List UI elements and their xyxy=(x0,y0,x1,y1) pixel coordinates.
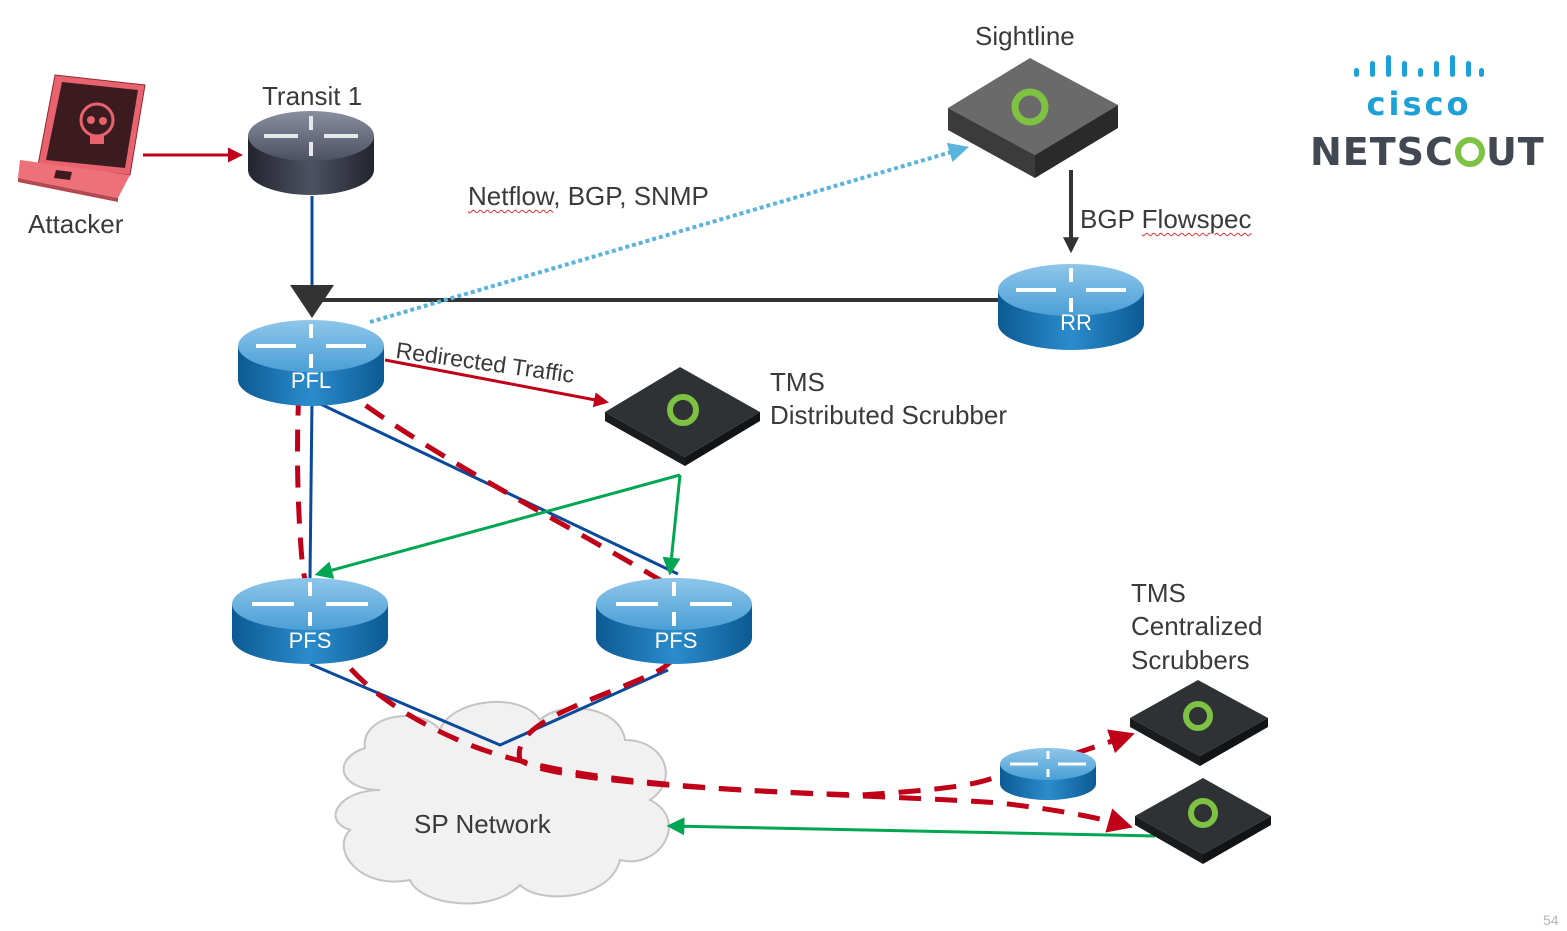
tms-centralized-appliance-1-icon xyxy=(1130,680,1268,766)
arrow-clean-to-pfs-right xyxy=(662,474,682,576)
tms-centralized-appliance-2-icon xyxy=(1135,778,1271,864)
arrow-clean-to-sp-network xyxy=(666,817,1156,838)
telemetry-label: Netflow, BGP, SNMP xyxy=(468,180,709,213)
edge-router-icon xyxy=(1000,748,1096,800)
transit-router-icon xyxy=(248,111,374,195)
cisco-bars-icon xyxy=(1354,55,1484,77)
flowspec-label: BGP Flowspec xyxy=(1080,203,1252,236)
pfs-right-router-label: PFS xyxy=(655,628,698,653)
attack-path-via-pfs-right xyxy=(308,358,1133,833)
cisco-logo: cisco xyxy=(1352,55,1486,120)
tms-centralized-label-line1: TMS xyxy=(1131,578,1186,608)
attacker-laptop-icon xyxy=(18,74,146,202)
netscout-logo: NETSC UT xyxy=(1310,130,1545,174)
tms-distributed-label-line1: TMS xyxy=(770,367,825,397)
netscout-wordmark-suffix: UT xyxy=(1485,130,1545,174)
sightline-label: Sightline xyxy=(975,21,1075,51)
link-pfl-pfs-left xyxy=(308,399,314,579)
rr-router-icon: RR xyxy=(998,264,1144,350)
netscout-o-icon xyxy=(1454,137,1485,167)
netscout-wordmark-prefix: NETSC xyxy=(1310,130,1454,174)
blue-links xyxy=(308,196,679,747)
tms-distributed-appliance-icon xyxy=(605,367,760,466)
transit-label: Transit 1 xyxy=(262,81,363,111)
tms-centralized-label-line3: Scrubbers xyxy=(1131,644,1250,675)
tms-centralized-label: TMS Centralized Scrubbers xyxy=(1131,577,1263,677)
arrow-redirected-traffic xyxy=(384,358,609,408)
pfs-left-router-label: PFS xyxy=(289,628,332,653)
cisco-wordmark: cisco xyxy=(1366,85,1472,123)
page-number: 54 xyxy=(1543,912,1559,928)
flowspec-label-flowspec: Flowspec xyxy=(1141,204,1252,234)
pfl-router-label: PFL xyxy=(291,368,331,393)
flowspec-label-bgp: BGP xyxy=(1080,204,1142,234)
pfs-left-router-icon: PFS xyxy=(232,578,388,664)
tms-distributed-label: TMS Distributed Scrubber xyxy=(770,366,1007,431)
pfs-right-router-icon: PFS xyxy=(596,578,752,664)
pfl-router-icon: PFL xyxy=(238,320,384,406)
rr-router-label: RR xyxy=(1060,310,1092,335)
attack-paths-dashed xyxy=(294,321,1135,833)
tms-centralized-label-line2: Centralized xyxy=(1131,611,1263,642)
attacker-label: Attacker xyxy=(28,209,124,239)
sightline-appliance-icon xyxy=(948,58,1118,178)
clean-traffic-arrows xyxy=(314,473,1156,838)
telemetry-label-rest: , BGP, SNMP xyxy=(553,181,709,211)
link-pfs-sp-network xyxy=(309,662,669,747)
arrow-clean-to-pfs-left xyxy=(314,473,681,579)
sp-network-cloud xyxy=(334,700,670,905)
attack-path-via-pfs-left xyxy=(294,321,1135,798)
telemetry-label-netflow: Netflow xyxy=(468,181,554,211)
arrow-telemetry xyxy=(369,142,969,324)
tms-distributed-label-line2: Distributed Scrubber xyxy=(770,399,1007,430)
sp-network-label: SP Network xyxy=(414,809,551,839)
